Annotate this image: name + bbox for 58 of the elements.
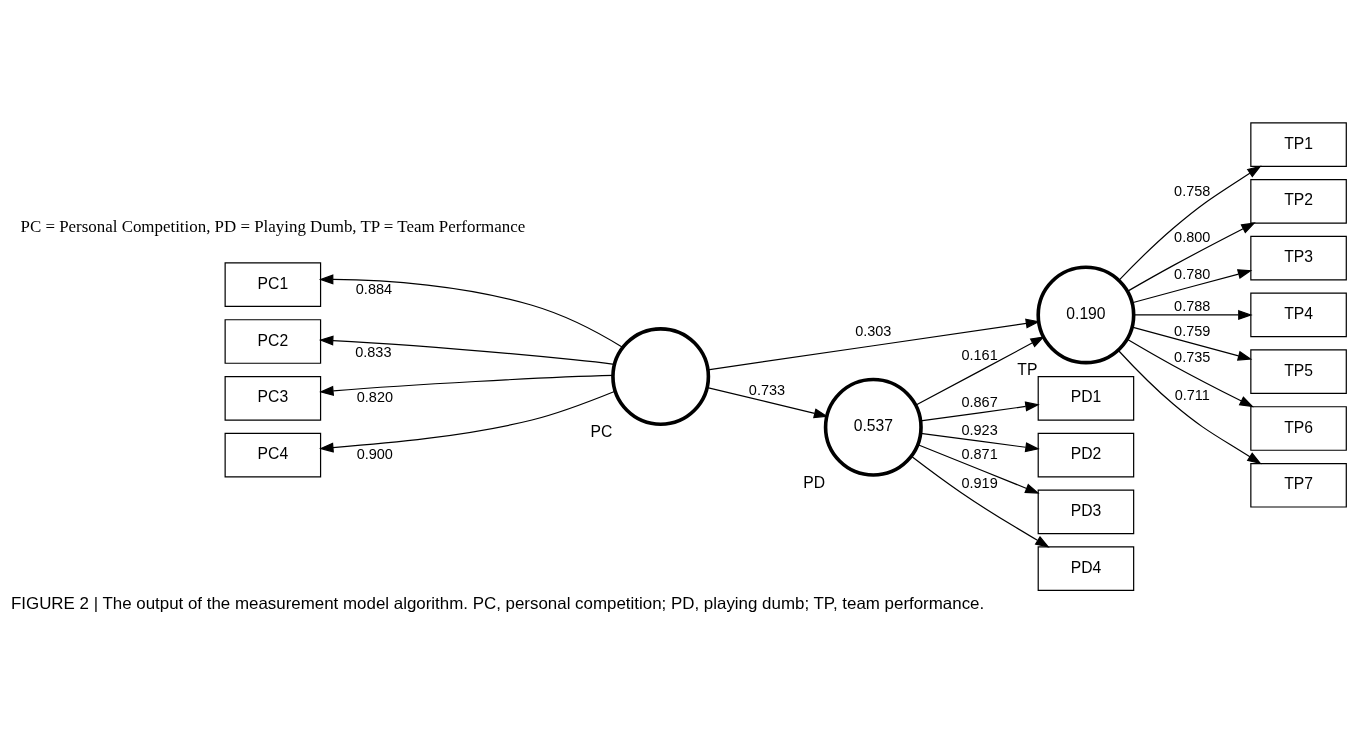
edge-label: 0.788	[1174, 297, 1211, 314]
arrow	[920, 432, 1040, 452]
node-circle	[611, 326, 711, 426]
node-box: TP2	[1250, 178, 1347, 224]
edge-label: 0.919	[961, 474, 998, 491]
arrow	[917, 443, 1040, 494]
node-box: PD4	[1037, 545, 1135, 591]
arrow	[706, 386, 829, 418]
node-box: TP7	[1250, 462, 1347, 508]
edge-label: 0.759	[1174, 322, 1211, 339]
arrow	[920, 400, 1040, 422]
edge-label: 0.303	[855, 322, 892, 339]
edge-label: 0.867	[961, 393, 998, 410]
node-box: TP5	[1250, 348, 1347, 394]
node-label: PC	[590, 422, 613, 440]
arrow	[319, 374, 614, 396]
arrow	[318, 273, 624, 348]
arrow	[915, 335, 1045, 406]
edge-label: 0.161	[961, 346, 998, 363]
node-box: PC1	[224, 261, 322, 307]
arrow	[1133, 309, 1253, 320]
node-box: TP4	[1250, 292, 1347, 337]
node-label: PD	[803, 473, 825, 491]
edge-label: 0.758	[1174, 182, 1211, 199]
edge-label: 0.711	[1174, 386, 1210, 403]
edge-label: 0.923	[961, 421, 998, 438]
diagram-title: FIGURE 2 | The output of the measurement model algorithm. PC, personal competition; PD, playing dumb; TP, team performance.	[10, 593, 985, 613]
node-box: PD2	[1037, 432, 1135, 477]
node-box: PC3	[224, 375, 322, 421]
edge-label: 0.900	[356, 445, 393, 462]
node-box: TP6	[1250, 405, 1347, 451]
node-circle: 0.190	[1036, 264, 1136, 364]
arrow	[1127, 221, 1256, 292]
node-box: TP1	[1250, 121, 1347, 167]
node-box: PC2	[224, 318, 322, 364]
edge-label: 0.780	[1174, 265, 1211, 282]
arrow	[1131, 268, 1253, 303]
node-box: TP3	[1250, 235, 1347, 280]
label: PC = Personal Competition, PD = Playing Dumb, TP = Team Performance	[20, 216, 526, 236]
node-box: PC4	[224, 432, 322, 477]
arrow	[1117, 349, 1262, 464]
node-circle: 0.537	[823, 377, 923, 477]
edge-label: 0.735	[1174, 348, 1211, 365]
edge-label: 0.871	[961, 445, 998, 462]
edge-label: 0.833	[355, 343, 392, 360]
node-box: PD1	[1037, 375, 1135, 421]
arrow	[1131, 326, 1253, 361]
arrow	[318, 335, 615, 365]
edge-label: 0.733	[748, 381, 786, 398]
node-label: TP	[1017, 360, 1038, 378]
arrow	[319, 390, 616, 453]
arrow	[1118, 164, 1262, 281]
edge-label: 0.884	[355, 280, 393, 297]
arrow	[910, 455, 1050, 548]
edge-label: 0.820	[356, 388, 394, 405]
node-box: PD3	[1037, 489, 1135, 534]
arrow	[1126, 338, 1254, 407]
edge-label: 0.800	[1174, 228, 1211, 245]
